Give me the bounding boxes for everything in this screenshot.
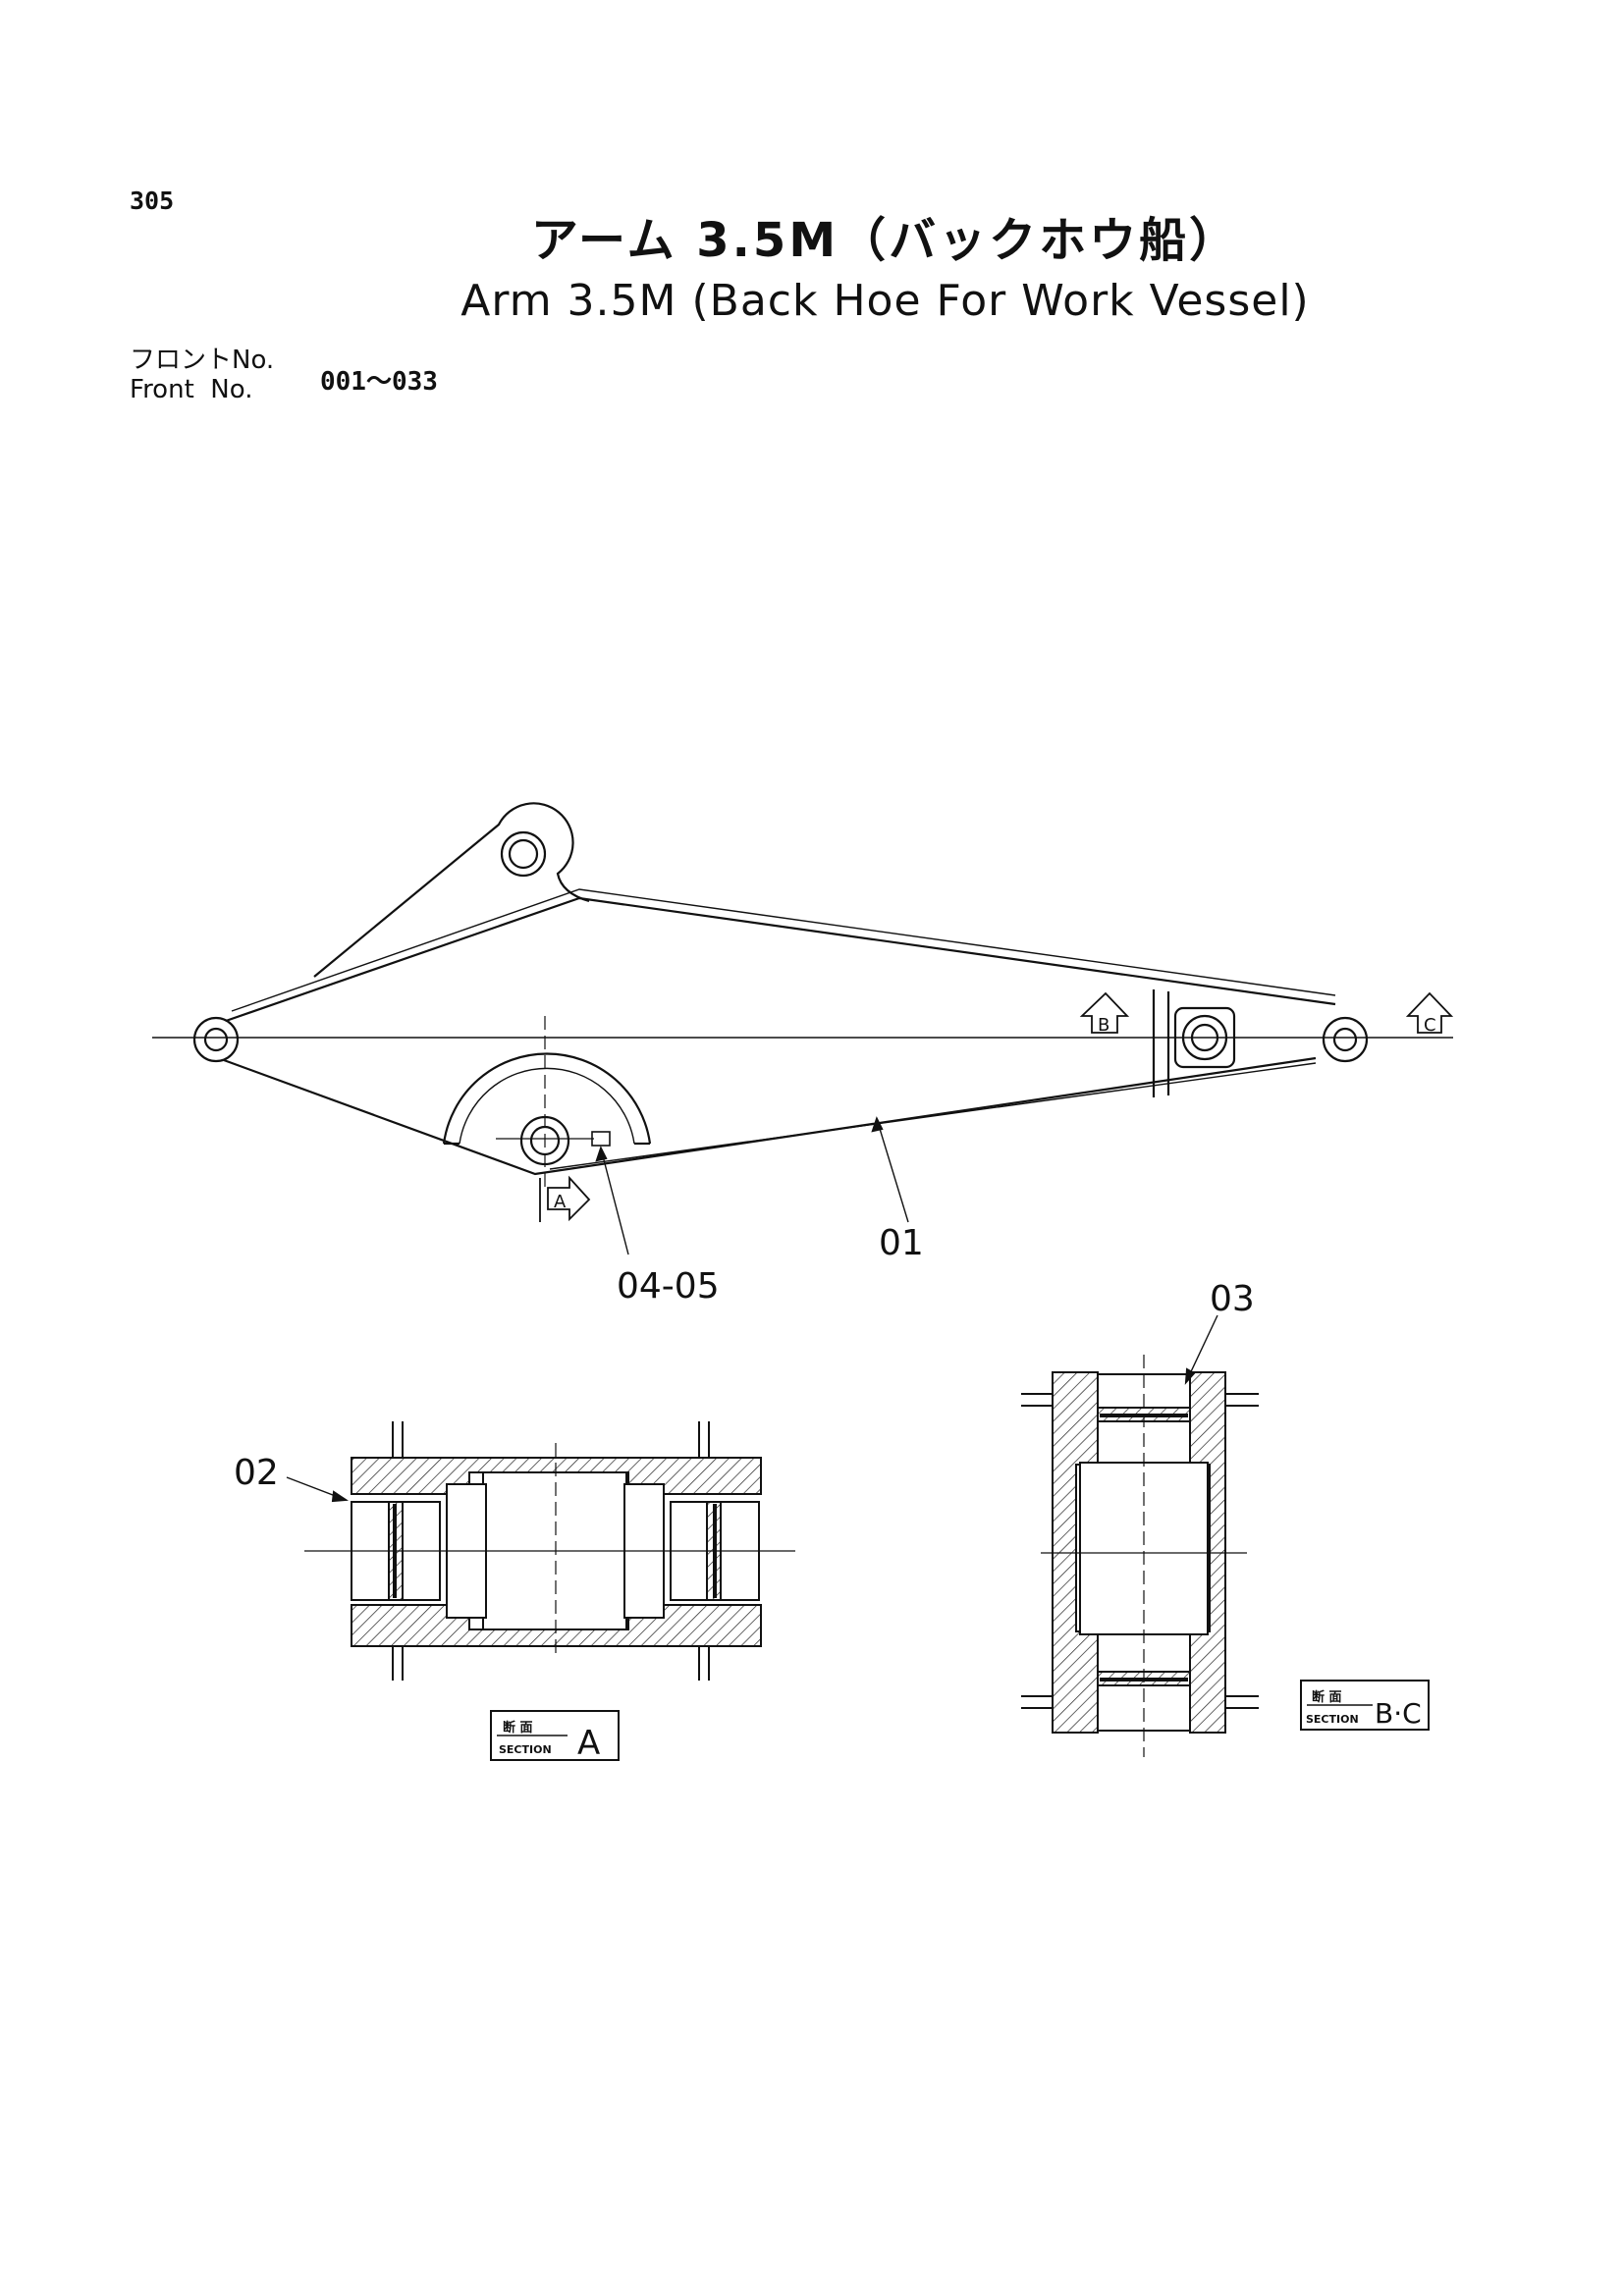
page-number: 305 bbox=[130, 187, 175, 215]
section-bc-label-jp: 断 面 bbox=[1312, 1689, 1342, 1705]
section-arrow-b bbox=[1079, 991, 1130, 1034]
callout-03: 03 bbox=[1210, 1279, 1255, 1319]
section-a-label-jp: 断 面 bbox=[503, 1720, 533, 1735]
arm-top-plate-inner bbox=[231, 888, 1336, 1012]
section-bc-pin bbox=[1079, 1462, 1209, 1635]
arm-bottom-plate bbox=[223, 1056, 1317, 1176]
title-japanese: アーム 3.5M（バックホウ船） bbox=[530, 213, 1240, 268]
bolt-marker bbox=[591, 1131, 611, 1147]
callout-02: 02 bbox=[234, 1453, 279, 1493]
front-label-english: Front No. bbox=[130, 375, 253, 404]
arm-bracket bbox=[313, 802, 590, 978]
section-bc-drawing bbox=[1021, 1314, 1259, 1757]
section-arrow-c bbox=[1405, 991, 1454, 1034]
title-block: アーム 3.5M（バックホウ船） Arm 3.5M (Back Hoe For … bbox=[0, 201, 1623, 326]
pin-boom-end bbox=[192, 1016, 240, 1063]
arm-side-view bbox=[152, 802, 1454, 1255]
section-bc-label-en: SECTION bbox=[1306, 1713, 1359, 1726]
title-english: Arm 3.5M (Back Hoe For Work Vessel) bbox=[460, 276, 1310, 326]
section-a-drawing bbox=[286, 1421, 795, 1681]
section-letter-c: C bbox=[1424, 1015, 1436, 1036]
section-a-label-letter: A bbox=[577, 1724, 600, 1763]
leader-01 bbox=[876, 1118, 909, 1223]
leader-04-05 bbox=[600, 1148, 629, 1255]
pin-boss bbox=[519, 1115, 570, 1166]
arm-boss bbox=[442, 1052, 652, 1145]
pin-bracket bbox=[500, 830, 547, 878]
section-bc-label: 断 面 SECTION B·C bbox=[1300, 1680, 1430, 1731]
section-letter-a: A bbox=[554, 1192, 567, 1212]
front-number-range: 001～033 bbox=[320, 367, 438, 397]
callout-01: 01 bbox=[879, 1223, 924, 1263]
section-bc-label-letters: B·C bbox=[1375, 1697, 1422, 1730]
callout-04-05: 04-05 bbox=[617, 1266, 720, 1307]
section-arrow-a bbox=[547, 1175, 591, 1222]
front-label-japanese: フロントNo. bbox=[130, 346, 275, 375]
section-a-label-en: SECTION bbox=[499, 1743, 552, 1756]
section-letter-b: B bbox=[1098, 1015, 1109, 1036]
front-number-label: フロントNo. Front No. bbox=[130, 346, 274, 404]
pin-bucket-end bbox=[1322, 1016, 1369, 1063]
pin-link bbox=[1181, 1014, 1228, 1061]
section-a-label: 断 面 SECTION A bbox=[490, 1710, 620, 1763]
